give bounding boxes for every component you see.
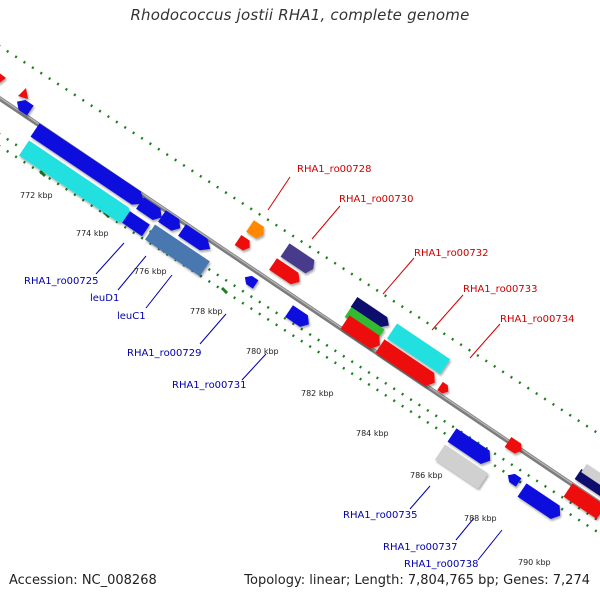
gene-red-ro00734[interactable] [375, 339, 440, 389]
scale-label: 772 kbp [20, 191, 53, 200]
gene-label-leud1[interactable]: leuD1 [90, 293, 119, 304]
gene-red-edge[interactable] [563, 483, 600, 519]
gene-cyan-ro00733[interactable] [386, 323, 451, 375]
gene-blue-ro00735[interactable] [447, 428, 495, 467]
gene-blue-small-left[interactable] [14, 97, 34, 116]
gene-blue-long[interactable] [30, 123, 149, 210]
scale-track-outer [0, 44, 600, 437]
gene-red-small-right[interactable] [437, 381, 451, 396]
gene-label-ro00725[interactable]: RHA1_ro00725 [24, 276, 99, 287]
gene-label-leuc1[interactable]: leuC1 [117, 311, 146, 322]
gene-gray-edge[interactable] [581, 463, 600, 495]
gene-label-ro00730[interactable]: RHA1_ro00730 [339, 194, 414, 205]
scale-label: 776 kbp [134, 267, 167, 276]
gene-red-ro00730b[interactable] [269, 258, 303, 287]
scale-label: 782 kbp [301, 389, 334, 398]
gene-blue-mid-2[interactable] [158, 210, 184, 234]
gene-gray-ro00735[interactable] [434, 444, 489, 489]
gene-blue-leud1[interactable] [122, 211, 150, 237]
gene-label-ro00732[interactable]: RHA1_ro00732 [414, 248, 489, 259]
topology-text: Topology: linear; Length: 7,804,765 bp; … [244, 573, 590, 588]
leaders-blue [95, 242, 503, 561]
leaders-red [267, 176, 501, 359]
scale-label: 786 kbp [410, 471, 443, 480]
gene-label-ro00728[interactable]: RHA1_ro00728 [297, 164, 372, 175]
gene-blue-ro00738[interactable] [517, 483, 565, 522]
gene-red-small-2[interactable] [18, 88, 28, 99]
scale-label: 784 kbp [356, 429, 389, 438]
gene-blue-ro00737[interactable] [505, 471, 522, 487]
scale-label: 774 kbp [76, 229, 109, 238]
gene-red-small-lr[interactable] [504, 437, 525, 456]
scale-label: 778 kbp [190, 307, 223, 316]
gene-label-ro00735[interactable]: RHA1_ro00735 [343, 510, 418, 521]
scale-label: 790 kbp [518, 558, 551, 567]
gene-label-ro00738[interactable]: RHA1_ro00738 [404, 559, 479, 570]
accession-text: Accession: NC_008268 [9, 573, 157, 588]
gene-blue-small-center[interactable] [242, 273, 259, 289]
gene-navy-edge[interactable] [574, 469, 600, 502]
gene-label-ro00729[interactable]: RHA1_ro00729 [127, 348, 202, 359]
scale-label: 788 kbp [464, 514, 497, 523]
gene-purple-ro00730[interactable] [280, 243, 318, 275]
gene-blue-mid-1[interactable] [136, 197, 165, 223]
gene-red-small-center[interactable] [234, 235, 253, 253]
map-title: Rhodococcus jostii RHA1, complete genome [130, 6, 470, 24]
gene-label-ro00733[interactable]: RHA1_ro00733 [463, 284, 538, 295]
gene-navy-ro00732[interactable] [350, 297, 393, 330]
gene-steel-leuc1[interactable] [144, 224, 210, 277]
scale-labels: 772 kbp 774 kbp 776 kbp 778 kbp 780 kbp … [20, 191, 551, 567]
gene-blue-mid-3[interactable] [178, 224, 214, 255]
gene-label-ro00731[interactable]: RHA1_ro00731 [172, 380, 247, 391]
gene-red-small-1[interactable] [0, 72, 6, 84]
gene-red-ro00732[interactable] [340, 315, 385, 352]
gene-blue-ro00731[interactable] [285, 305, 313, 330]
gene-cyan-long[interactable] [18, 140, 137, 228]
gene-label-ro00737[interactable]: RHA1_ro00737 [383, 542, 458, 553]
gene-orange-ro00728[interactable] [246, 220, 267, 241]
gene-label-ro00734[interactable]: RHA1_ro00734 [500, 314, 575, 325]
scale-label: 780 kbp [246, 347, 279, 356]
gene-green-ro00732[interactable] [344, 307, 385, 340]
